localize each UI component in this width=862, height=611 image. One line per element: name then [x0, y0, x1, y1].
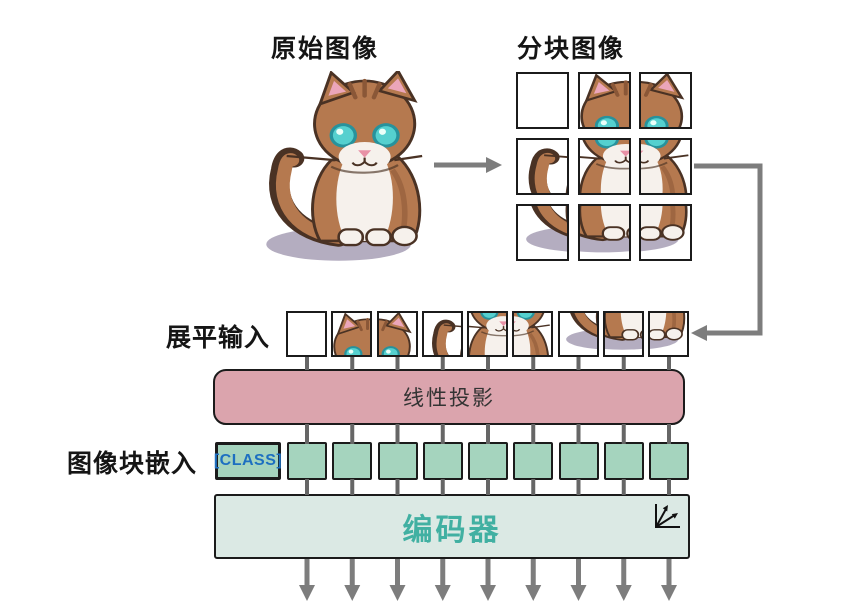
flatten-patch	[376, 311, 418, 357]
fan-out-arrows-icon	[655, 504, 680, 528]
image-patch-cell	[577, 138, 631, 195]
patch-embedding-token	[287, 442, 327, 480]
flatten-patch	[331, 311, 373, 357]
encoder-label: 编码器	[402, 513, 502, 547]
patched-image-grid	[516, 72, 692, 261]
encoder-output-arrowhead	[344, 585, 361, 601]
linear-projection-label: 线性投影	[403, 387, 495, 410]
flatten-patch	[557, 311, 599, 357]
original-cat-image	[257, 71, 424, 269]
encoder-output-arrowhead	[525, 585, 542, 601]
flatten-patch	[467, 311, 508, 357]
encoder-output-arrowhead	[480, 585, 496, 601]
original-image-title: 原始图像	[270, 35, 379, 63]
patch-embedding-label: 图像块嵌入	[67, 450, 198, 478]
flatten-patch-row	[286, 311, 689, 357]
patch-embedding-token	[332, 442, 373, 480]
encoder-output-arrowhead	[434, 585, 451, 601]
patch-embedding-token	[649, 442, 689, 480]
image-patch-cell	[639, 204, 692, 261]
flatten-patch	[512, 311, 554, 357]
patch-embedding-token	[513, 442, 554, 480]
patched-image-title: 分块图像	[516, 35, 625, 63]
image-patch-cell	[639, 138, 692, 195]
flatten-input-label: 展平输入	[166, 324, 271, 352]
patched-to-flatten-connector	[694, 163, 763, 336]
encoder-output-arrowhead	[661, 585, 677, 601]
patch-embedding-token	[603, 442, 644, 480]
encoder-box: 编码器	[214, 494, 690, 559]
patch-embedding-token	[377, 442, 418, 480]
linear-projection-box: 线性投影	[213, 369, 685, 425]
image-patch-cell	[577, 204, 631, 261]
encoder-output-arrowhead	[389, 585, 406, 601]
encoder-output-arrowhead	[570, 585, 587, 601]
class-token-label: [CLASS]	[213, 452, 283, 469]
flatten-patch	[421, 311, 463, 357]
encoder-output-arrowhead	[615, 585, 632, 601]
image-patch-cell	[639, 72, 692, 129]
image-patch-cell	[516, 138, 569, 195]
image-patch-cell	[516, 72, 569, 129]
original-to-patched-arrowhead	[486, 157, 502, 173]
patched-to-flatten-arrowhead	[691, 325, 707, 341]
patch-embedding-token	[422, 442, 463, 480]
patch-embedding-token	[558, 442, 599, 480]
image-patch-cell	[577, 72, 631, 129]
encoder-output-arrowhead	[299, 585, 315, 601]
patch-embedding-token	[468, 442, 508, 480]
flatten-patch	[286, 311, 327, 357]
class-token-box: [CLASS]	[213, 442, 283, 480]
flatten-patch	[648, 311, 689, 357]
flatten-patch	[602, 311, 644, 357]
embedding-token-row	[287, 442, 689, 480]
image-patch-cell	[516, 204, 569, 261]
